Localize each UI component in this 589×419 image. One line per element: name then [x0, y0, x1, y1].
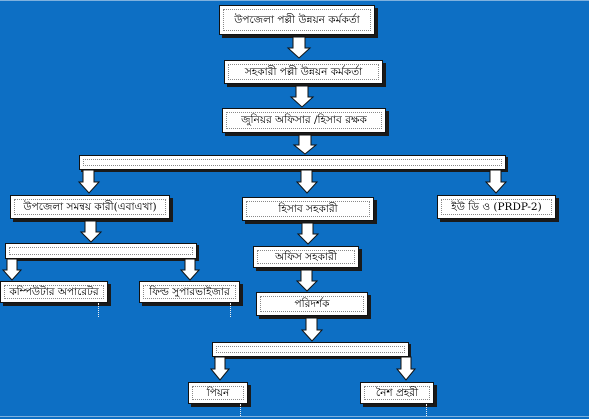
- node-label: উপজেলা পল্লী উন্নয়ন কর্মকর্তা: [234, 13, 360, 26]
- node-udo-prdp-2: ইউ ডি ও (PRDP-2): [437, 195, 556, 219]
- dotted-guide: [230, 303, 231, 317]
- node-office-assistant: অফিস সহকারী: [253, 246, 359, 268]
- arrow-down-to-field-supervisor: [179, 258, 201, 281]
- node-computer-operator: কম্পিউটার অপারেটর: [0, 281, 108, 303]
- node-label: পিয়ন: [206, 386, 230, 399]
- arrow-down-to-night-guard: [395, 356, 417, 381]
- node-label: জুনিয়র অফিসার /হিসাব রক্ষক: [241, 114, 367, 127]
- arrow-down-to-coordinator: [77, 169, 101, 194]
- connector-bar-inspector: [212, 342, 409, 357]
- bottom-frame-line: [0, 416, 589, 417]
- top-frame-line: [0, 0, 589, 1]
- node-label: উপজেলা সমন্বয় কারী(এবাএখা): [23, 200, 157, 213]
- dotted-guide: [98, 303, 99, 317]
- node-peon: পিয়ন: [188, 382, 248, 404]
- node-inspector: পরিদর্শক: [256, 292, 368, 316]
- arrow-down-to-computer-operator: [1, 258, 23, 281]
- node-upazila-coordinator: উপজেলা সমন্বয় কারী(এবাএখা): [10, 195, 170, 219]
- node-label: সহকারী পল্লী উন্নয়ন কর্মকর্তা: [244, 65, 363, 78]
- arrow-down-to-peon: [209, 356, 231, 381]
- node-label: ফিল্ড সুপারভাইজার: [149, 285, 230, 298]
- connector-bar-coordinator: [5, 243, 197, 259]
- connector-bar-level-3: [79, 155, 506, 170]
- arrow-down-from-inspector: [300, 317, 324, 342]
- node-label: হিসাব সহকারী: [278, 202, 338, 215]
- arrow-down-2: [289, 85, 315, 108]
- dotted-guide: [426, 404, 427, 416]
- arrow-down-to-inspector: [295, 269, 319, 292]
- arrow-down-to-office-assistant: [296, 222, 320, 245]
- node-night-guard: নৈশ প্রহরী: [360, 382, 434, 404]
- arrow-down-3: [292, 134, 318, 155]
- node-label: অফিস সহকারী: [275, 250, 337, 263]
- node-accounts-assistant: হিসাব সহকারী: [242, 197, 374, 221]
- node-assistant-rural-development-officer: সহকারী পল্লী উন্নয়ন কর্মকর্তা: [224, 60, 383, 84]
- arrow-down-1: [286, 36, 312, 59]
- node-label: ইউ ডি ও (PRDP-2): [451, 200, 542, 213]
- node-field-supervisor: ফিল্ড সুপারভাইজার: [139, 281, 240, 303]
- node-label: নৈশ প্রহরী: [375, 386, 419, 399]
- node-label: কম্পিউটার অপারেটর: [9, 285, 99, 298]
- node-junior-officer-accountant: জুনিয়র অফিসার /হিসাব রক্ষক: [222, 108, 386, 133]
- node-upazila-rural-development-officer: উপজেলা পল্লী উন্নয়ন কর্মকর্তা: [219, 5, 375, 35]
- arrow-down-from-coordinator: [79, 220, 103, 243]
- dotted-guide: [240, 404, 241, 416]
- arrow-down-to-accounts-assistant: [295, 169, 319, 194]
- arrow-down-to-prdp: [484, 169, 508, 194]
- node-label: পরিদর্শক: [294, 297, 330, 310]
